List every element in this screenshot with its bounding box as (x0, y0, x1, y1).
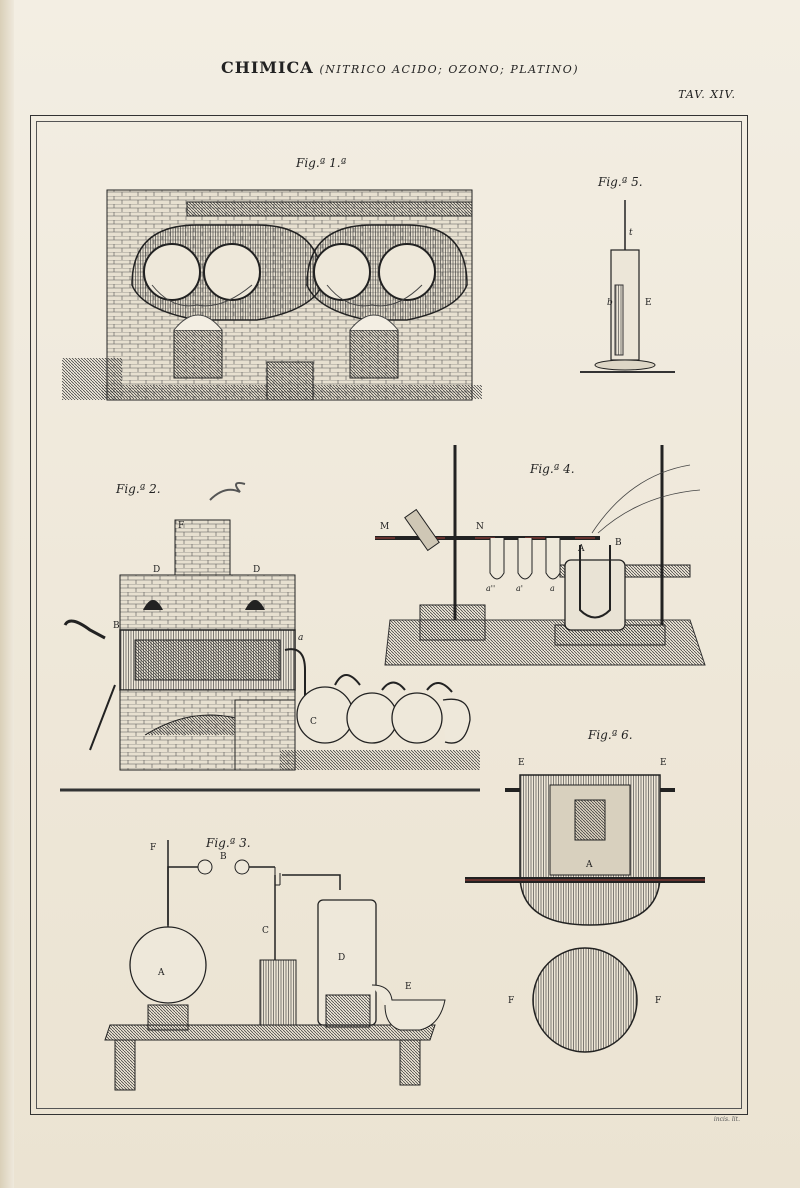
fig2-letter-C: C (310, 717, 317, 727)
fig5-letter-b: b (607, 298, 613, 308)
fig6-letter-E1: E (518, 758, 525, 768)
fig4-letter-a1: a' (516, 584, 523, 593)
fig3-letter-C: C (262, 926, 269, 936)
fig5-label: Fig.ª 5. (598, 175, 643, 189)
engraver-credit: incis. lit. (713, 1116, 740, 1123)
fig2-label: Fig.ª 2. (116, 482, 161, 496)
fig3-letter-B: B (220, 852, 227, 862)
fig4-bulbs (489, 538, 561, 580)
fig3-label: Fig.ª 3. (206, 836, 251, 850)
fig2-distillation-illustration: F D D B a C (60, 482, 480, 792)
fig3-letter-A: A (157, 968, 165, 978)
fig1-label: Fig.ª 1.ª (296, 156, 347, 170)
fig2-letter-D1: D (153, 565, 160, 575)
fig6-crucible-illustration: E E A F F (465, 758, 705, 1053)
fig3-flask-illustration: F B C A D E (104, 840, 446, 1091)
fig5-tube-illustration: t b E (580, 200, 675, 373)
fig4-apparatus-illustration: M N a'' a' a A B (375, 445, 706, 666)
fig2-letter-D2: D (253, 565, 260, 575)
fig4-letter-a2: a'' (486, 584, 495, 593)
fig3-letter-F: F (150, 843, 156, 853)
fig2-letter-F: F (178, 521, 184, 531)
fig4-letter-A: A (577, 544, 585, 554)
fig4-letter-M: M (380, 522, 389, 532)
fig4-label: Fig.ª 4. (530, 462, 575, 476)
fig1-furnace-illustration (62, 189, 482, 401)
fig6-letter-E2: E (660, 758, 667, 768)
fig3-letter-D: D (338, 953, 345, 963)
fig4-letter-B: B (615, 538, 622, 548)
fig1-chamber-left (131, 224, 323, 379)
fig4-letter-a: a (550, 584, 555, 593)
page-edge (0, 0, 14, 1188)
fig2-letter-a: a (298, 633, 303, 643)
fig5-letter-E: E (645, 298, 652, 308)
fig6-label: Fig.ª 6. (588, 728, 633, 742)
fig3-letter-E: E (405, 982, 412, 992)
fig6-letter-A: A (585, 860, 593, 870)
plate-frame-outer (30, 115, 748, 1115)
fig6-letter-F1: F (508, 996, 514, 1006)
fig1-chamber-right (306, 224, 468, 379)
plate-frame-inner (36, 121, 742, 1109)
plate-title: CHIMICA (NITRICO ACIDO; OZONO; PLATINO) (0, 58, 800, 77)
title-main: CHIMICA (220, 58, 314, 77)
fig6-letter-F2: F (655, 996, 661, 1006)
fig5-letter-t: t (629, 228, 633, 238)
title-subtitle: (NITRICO ACIDO; OZONO; PLATINO) (319, 63, 580, 76)
fig2-receivers (296, 674, 471, 744)
plate-number: TAV. XIV. (678, 88, 736, 101)
fig4-letter-N: N (476, 522, 484, 532)
fig2-letter-B: B (113, 621, 120, 631)
